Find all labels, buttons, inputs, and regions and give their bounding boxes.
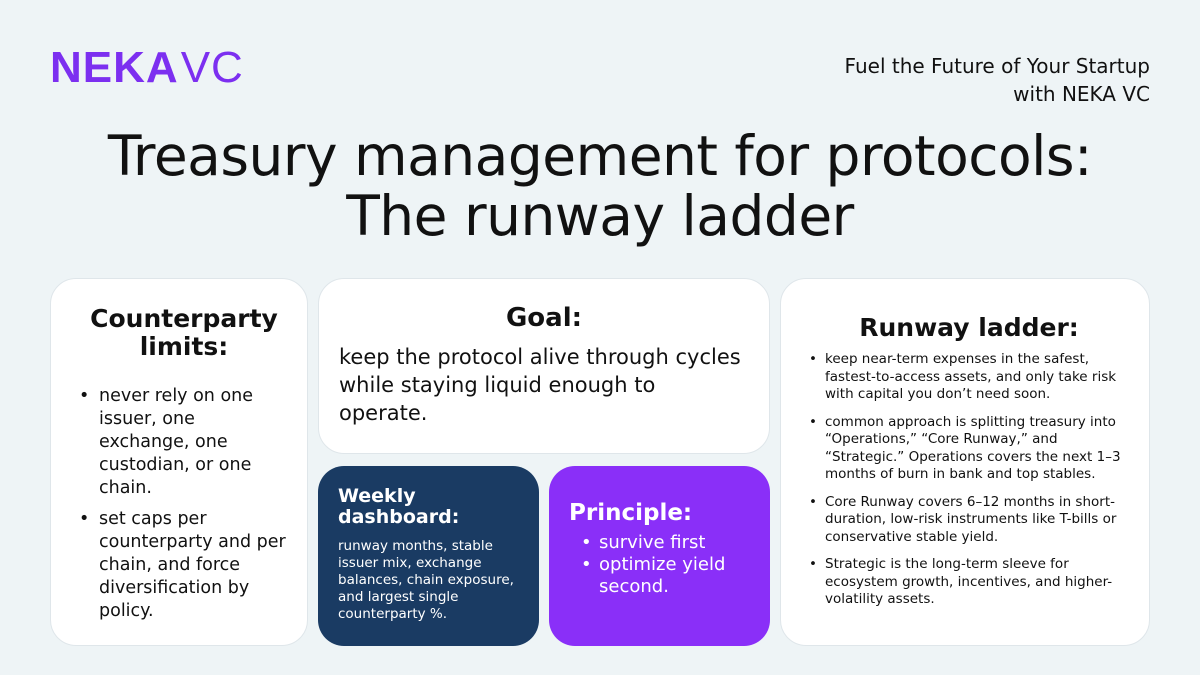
list-item: keep near-term expenses in the safest, f… (809, 351, 1129, 404)
principle-list: survive first optimize yield second. (569, 532, 756, 598)
logo-neka: NEKA (50, 43, 179, 92)
list-item: Core Runway covers 6–12 months in short-… (809, 494, 1129, 547)
list-item: Strategic is the long-term sleeve for ec… (809, 556, 1129, 609)
weekly-dashboard-card: Weekly dashboard: runway months, stable … (318, 466, 539, 646)
list-item: never rely on one issuer, one exchange, … (79, 385, 289, 500)
goal-text: keep the protocol alive through cycles w… (339, 345, 741, 425)
counterparty-heading: Counterparty limits: (90, 304, 278, 361)
principle-card: Principle: survive first optimize yield … (549, 466, 770, 646)
neka-vc-logo: NEKAVC (50, 46, 244, 90)
logo-vc: VC (180, 43, 244, 92)
tagline: Fuel the Future of Your Startup with NEK… (844, 54, 1150, 106)
goal-heading: Goal: (505, 303, 583, 333)
title-line-2: The runway ladder (346, 184, 854, 248)
counterparty-limits-card: Counterparty limits: never rely on one i… (50, 278, 308, 646)
dashboard-text: runway months, stable issuer mix, exchan… (338, 538, 514, 622)
dashboard-heading: Weekly dashboard: (338, 485, 460, 528)
page-title: Treasury management for protocols: The r… (0, 126, 1200, 246)
runway-ladder-card: Runway ladder: keep near-term expenses i… (780, 278, 1150, 646)
runway-heading: Runway ladder: (859, 313, 1079, 342)
runway-list: keep near-term expenses in the safest, f… (809, 351, 1129, 609)
list-item: survive first (569, 532, 756, 554)
principle-heading: Principle: (569, 500, 693, 526)
goal-card: Goal: keep the protocol alive through cy… (318, 278, 770, 454)
list-item: common approach is splitting treasury in… (809, 414, 1129, 484)
title-line-1: Treasury management for protocols: (107, 124, 1093, 188)
list-item: optimize yield second. (569, 554, 756, 598)
counterparty-list: never rely on one issuer, one exchange, … (79, 385, 289, 623)
list-item: set caps per counterparty and per chain,… (79, 508, 289, 623)
